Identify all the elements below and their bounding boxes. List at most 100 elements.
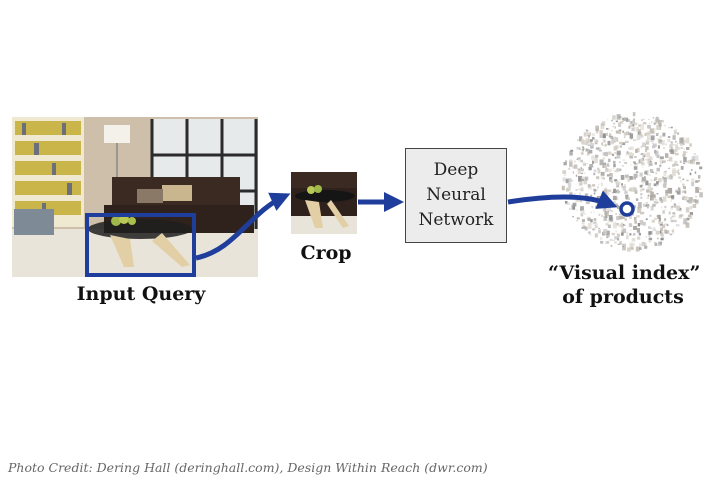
cloud-point bbox=[691, 181, 695, 187]
cloud-point bbox=[604, 210, 609, 217]
cloud-point bbox=[661, 120, 664, 123]
cloud-point bbox=[682, 143, 685, 145]
cloud-point bbox=[605, 241, 608, 244]
cloud-point bbox=[662, 196, 667, 202]
cloud-point bbox=[698, 175, 701, 179]
cloud-point bbox=[633, 187, 637, 192]
cloud-point bbox=[644, 132, 647, 137]
cloud-point bbox=[621, 117, 625, 120]
cloud-point bbox=[632, 112, 636, 117]
cloud-point bbox=[663, 124, 667, 127]
cloud-point bbox=[626, 131, 629, 136]
cloud-point bbox=[614, 236, 618, 240]
cloud-point bbox=[661, 140, 665, 146]
cloud-point bbox=[633, 118, 635, 120]
cloud-point bbox=[645, 141, 649, 145]
cloud-point bbox=[672, 164, 676, 167]
cloud-point bbox=[605, 169, 609, 173]
cloud-point bbox=[677, 187, 681, 191]
cloud-point bbox=[689, 212, 693, 216]
cloud-point bbox=[561, 185, 565, 191]
cloud-point bbox=[691, 156, 695, 162]
cloud-point bbox=[604, 151, 608, 157]
cloud-point bbox=[654, 149, 657, 154]
cloud-point bbox=[643, 203, 646, 207]
cloud-point bbox=[613, 161, 615, 163]
cloud-point bbox=[663, 178, 667, 183]
cloud-point bbox=[611, 130, 613, 132]
cloud-point bbox=[588, 144, 591, 146]
cloud-point bbox=[622, 224, 625, 226]
cloud-point bbox=[652, 145, 656, 149]
cloud-point bbox=[655, 199, 658, 201]
cloud-point bbox=[645, 204, 650, 207]
cloud-point bbox=[635, 171, 639, 174]
cloud-point bbox=[649, 174, 651, 176]
cloud-point bbox=[658, 220, 661, 224]
cloud-point bbox=[682, 183, 685, 187]
cloud-point bbox=[662, 210, 665, 214]
cloud-point bbox=[587, 133, 591, 137]
cloud-point bbox=[586, 154, 589, 156]
cloud-point bbox=[626, 117, 629, 120]
cloud-point bbox=[592, 166, 594, 168]
cloud-point bbox=[641, 119, 643, 122]
cloud-point bbox=[581, 138, 585, 144]
cloud-point bbox=[670, 219, 675, 223]
cloud-point bbox=[629, 233, 632, 236]
cloud-point bbox=[582, 162, 586, 166]
cloud-point bbox=[654, 177, 658, 181]
cloud-point bbox=[595, 154, 598, 158]
cloud-point bbox=[686, 147, 690, 150]
cloud-point bbox=[640, 193, 643, 196]
cloud-point bbox=[584, 226, 588, 231]
cloud-point bbox=[642, 122, 647, 125]
cloud-point bbox=[633, 162, 638, 166]
cloud-point bbox=[694, 171, 697, 174]
cloud-point bbox=[623, 117, 627, 121]
cloud-point bbox=[677, 172, 680, 175]
cloud-point bbox=[698, 180, 701, 182]
cloud-point bbox=[683, 157, 687, 163]
cloud-point bbox=[646, 173, 649, 176]
cloud-point bbox=[685, 222, 690, 228]
cloud-point bbox=[631, 176, 636, 180]
cloud-point bbox=[628, 125, 631, 129]
cloud-point bbox=[692, 199, 695, 201]
cloud-point bbox=[595, 125, 599, 132]
cloud-point bbox=[597, 167, 600, 170]
cloud-point bbox=[641, 153, 643, 155]
cloud-point bbox=[682, 221, 684, 224]
cloud-point bbox=[578, 160, 580, 162]
cloud-point bbox=[642, 153, 647, 158]
cloud-point bbox=[682, 153, 686, 158]
cloud-point bbox=[662, 183, 666, 188]
cloud-point bbox=[618, 129, 622, 132]
cloud-point bbox=[645, 236, 648, 238]
cloud-point bbox=[572, 216, 574, 218]
cloud-point bbox=[665, 153, 669, 158]
cloud-point bbox=[672, 135, 676, 140]
cloud-point bbox=[615, 180, 620, 186]
cloud-point bbox=[595, 147, 600, 150]
cloud-point bbox=[594, 226, 596, 230]
cloud-point bbox=[596, 140, 599, 143]
cloud-point bbox=[630, 121, 632, 124]
cloud-point bbox=[647, 194, 650, 197]
cloud-point bbox=[607, 151, 611, 155]
cloud-point bbox=[642, 177, 647, 183]
cloud-point bbox=[651, 121, 653, 123]
cloud-point bbox=[647, 186, 651, 192]
cloud-point bbox=[637, 174, 639, 177]
cloud-point bbox=[651, 194, 656, 200]
cloud-point bbox=[613, 122, 616, 125]
cloud-point bbox=[621, 164, 625, 167]
cloud-point bbox=[584, 176, 589, 181]
cloud-point bbox=[689, 205, 693, 210]
cloud-point bbox=[670, 206, 673, 210]
cloud-point bbox=[597, 169, 601, 174]
cloud-point bbox=[645, 204, 647, 207]
cloud-point bbox=[593, 211, 595, 213]
cloud-point bbox=[621, 183, 623, 186]
cloud-point bbox=[651, 219, 655, 223]
